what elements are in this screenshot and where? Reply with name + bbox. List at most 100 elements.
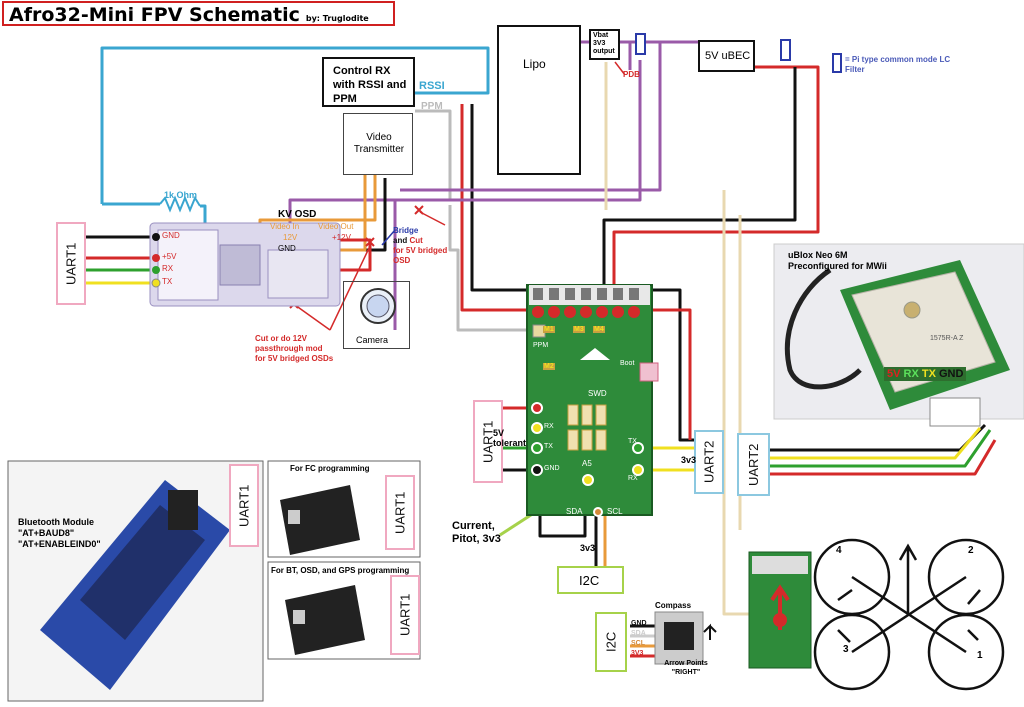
lc-filters (635, 33, 842, 73)
fc-tx: TX (544, 443, 553, 450)
uart1-label: UART1 (236, 484, 252, 527)
cut-note: Cut or do 12V passthrough mod for 5V bri… (255, 334, 334, 363)
osd-12v-right-label: +12V (332, 233, 351, 242)
bluetooth-photo (7, 460, 264, 702)
kv-osd-board (149, 222, 341, 307)
i2c-label: I2C (603, 631, 619, 653)
gps-pin-row: 5V RX TX GND (884, 367, 967, 381)
fc-rx: RX (544, 423, 554, 430)
compass-pin-sda: SDA (631, 630, 646, 637)
fc-m1: M1 (543, 326, 555, 333)
kv-osd-label: KV OSD (278, 209, 317, 220)
osd-video-out-label: Video Out (318, 222, 354, 231)
ubec-label: 5V uBEC (705, 50, 751, 62)
bt-title-block: Bluetooth Module "AT+BAUD8" "AT+ENABLEIN… (18, 517, 128, 550)
cut-pointer-2 (419, 211, 446, 226)
uart1-box-bt: UART1 (229, 464, 259, 547)
osd-video-in-label: Video In (270, 222, 300, 231)
byline: by: Truglodite (305, 14, 369, 23)
fc-swd: SWD (588, 389, 607, 398)
motor-1-label: 1 (977, 650, 983, 661)
vtx-label: Video Transmitter (353, 132, 405, 155)
pdb-pointer (614, 61, 626, 76)
bt-cmd1: "AT+BAUD8" (18, 528, 75, 538)
i2c-label: I2C (579, 573, 600, 588)
resistor-label: 1k Ohm (164, 190, 198, 200)
gps-module (773, 243, 1024, 427)
flight-controller-board (526, 284, 659, 517)
fc-ppm: PPM (533, 342, 549, 349)
uart1-box-ftdi2: UART1 (390, 575, 420, 655)
camera-label: Camera (356, 335, 389, 345)
ppm-wire (415, 109, 535, 332)
lc-filter-1 (635, 33, 646, 55)
camera-box: Camera (343, 281, 410, 349)
osd-pin-tx: TX (162, 277, 173, 286)
uart2-box-fc: UART2 (694, 430, 724, 494)
pdb-label: PDB (623, 70, 640, 79)
i2c-box-fc: I2C (557, 566, 624, 594)
osd-pin-5v: +5V (162, 252, 177, 261)
fc-uart2-tx: TX (628, 438, 637, 445)
fc-uart2-rx: RX (628, 475, 638, 482)
osd-pin-gnd: GND (162, 231, 180, 240)
tan-wire (604, 62, 755, 616)
vbat-label: Vbat 3V3 output (593, 32, 615, 55)
bt-cmd2: "AT+ENABLEIND0" (18, 539, 101, 549)
vtx-box: Video Transmitter (343, 113, 413, 175)
video-out-wire (340, 175, 367, 252)
resistor-lead (102, 202, 207, 224)
ubec-box: 5V uBEC (698, 40, 755, 72)
uart1-label: UART1 (63, 242, 79, 285)
small-fc-board (748, 551, 812, 669)
ubec-5v-wire (612, 65, 820, 298)
bridge-rest: for 5V bridged OSD (393, 246, 448, 265)
uart2-wire-red (770, 439, 997, 476)
motor-4-label: 4 (836, 545, 842, 556)
uart2-wire-black (770, 423, 987, 452)
uart2-wire-yellow (770, 427, 982, 460)
lipo-label: Lipo (523, 57, 546, 71)
uart2-voltage: 3v3 (681, 455, 697, 465)
i2c-voltage: 3v3 (580, 543, 596, 553)
osd-12v-label: 12V (283, 233, 298, 242)
bridge-word: Bridge (393, 226, 419, 235)
uart1-label: UART1 (397, 593, 413, 637)
gps-title: uBlox Neo 6M Preconfigured for MWii (788, 250, 887, 271)
fc-gnd: GND (544, 465, 560, 472)
uart1-box-ftdi1: UART1 (385, 475, 415, 550)
uart2-wire-green (770, 429, 992, 468)
vbat-box: Vbat 3V3 output (589, 29, 620, 60)
fc-scl: SCL (607, 507, 623, 516)
uart2-box-gps: UART2 (737, 433, 770, 496)
rx-gnd-wire (470, 104, 698, 442)
uart1-box-osd: UART1 (56, 222, 86, 305)
cut-pointer (294, 245, 371, 331)
gps-pin-gnd: GND (939, 368, 964, 380)
uart1-label: UART1 (392, 491, 408, 534)
fc-boot: Boot (620, 360, 635, 367)
fc-m3: M3 (573, 326, 585, 333)
uart2-label: UART2 (701, 440, 717, 484)
rx-box: Control RX with RSSI and PPM (322, 57, 415, 107)
ppm-label: PPM (421, 101, 443, 112)
motor-2-label: 2 (968, 545, 974, 556)
quad-diagram (813, 538, 1005, 691)
bridge-pointer (381, 229, 396, 246)
compass-pin-3v3: 3V3 (631, 650, 644, 657)
compass-pin-gnd: GND (631, 620, 647, 627)
rssi-wire (100, 46, 490, 204)
rssi-label: RSSI (419, 80, 445, 92)
bridge-note: Bridge and Cut for 5V bridged OSD (393, 226, 453, 266)
resistor-symbol (159, 195, 201, 213)
cut-word: Cut (409, 236, 423, 245)
osd-gnd-label: GND (278, 244, 296, 253)
osd-pin-rx: RX (162, 264, 174, 273)
fc-prog-label: For FC programming (290, 464, 370, 473)
arrow-note: Arrow Points "RIGHT" (664, 660, 708, 676)
arrow-up-icon (703, 623, 717, 640)
